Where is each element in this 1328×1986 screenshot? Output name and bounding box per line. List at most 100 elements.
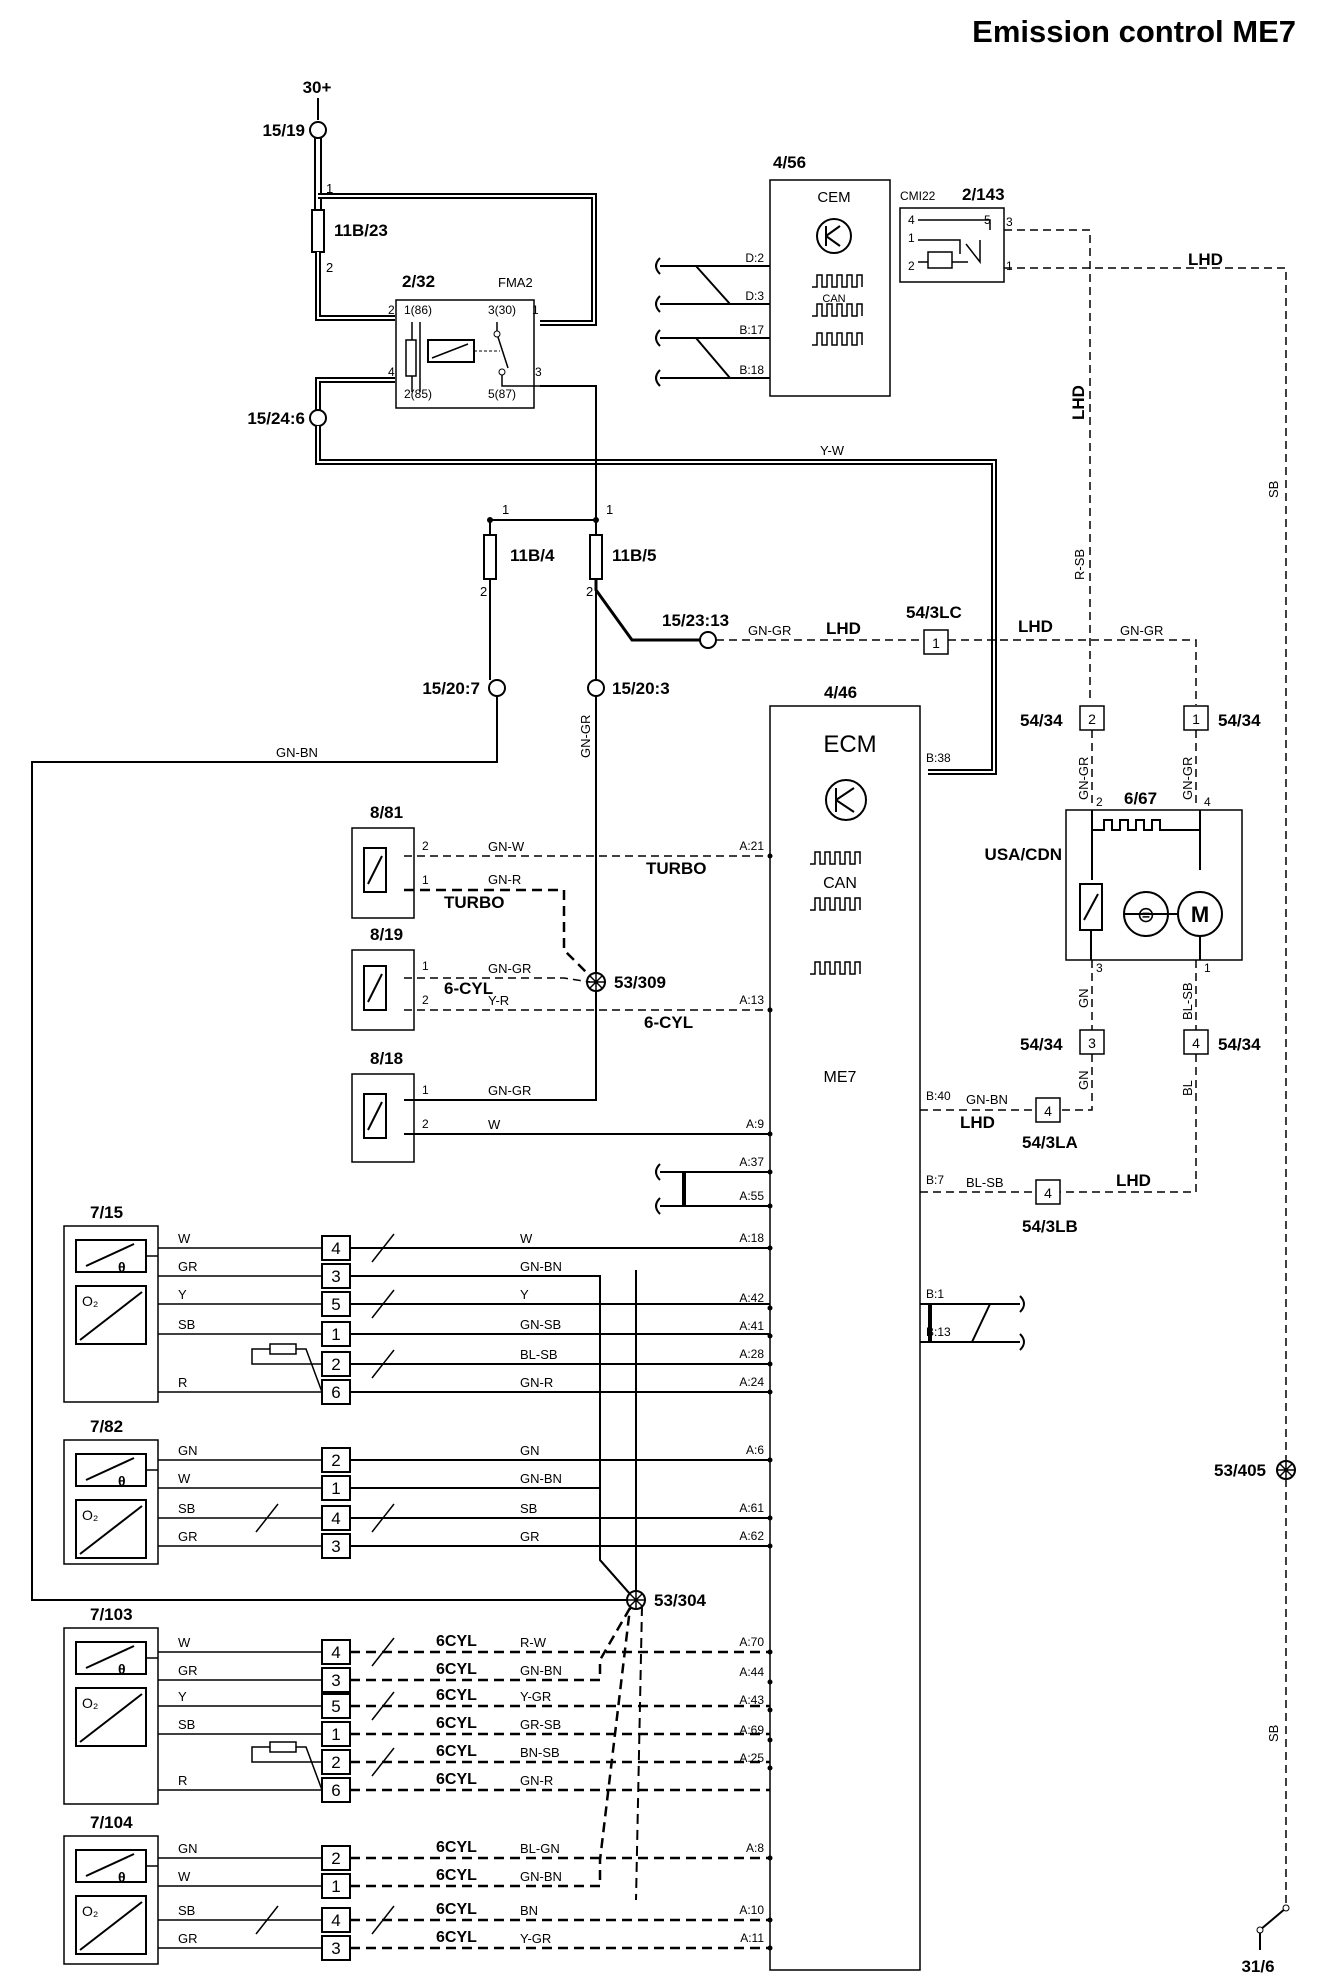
ecm-can-label: CAN <box>823 875 857 892</box>
resistor-icon <box>269 1343 297 1355</box>
wire-color-label: Y <box>178 1287 187 1302</box>
svg-text:4: 4 <box>388 365 395 379</box>
relay-pin-87: 5(87) <box>488 387 516 401</box>
wire-color-label: SB <box>520 1501 537 1516</box>
svg-text:1: 1 <box>532 303 539 317</box>
wire-color-label: GR-SB <box>520 1717 561 1732</box>
connector-2-143-label: CMI22 <box>900 189 936 203</box>
ecm-pin-a18: A:18 <box>739 1231 764 1245</box>
terminal-15-20-7-label: 15/20:7 <box>422 679 480 698</box>
cem-id: 4/56 <box>773 153 806 172</box>
sensor-connector-pin <box>321 1777 351 1803</box>
relay-name: FMA2 <box>498 275 533 290</box>
ecm-pin-dot <box>767 1765 773 1771</box>
wire-color-label: R <box>178 1773 187 1788</box>
sensor-connector-pin-number: 2 <box>331 1849 340 1868</box>
svg-text:2: 2 <box>586 584 593 599</box>
splice-53-304-label: 53/304 <box>654 1591 707 1610</box>
sensor-connector-pin-number: 4 <box>331 1911 340 1930</box>
wire-color-label: GN <box>178 1443 198 1458</box>
sensor-connector-pin-number: 2 <box>331 1753 340 1772</box>
svg-text:1: 1 <box>1006 259 1013 273</box>
svg-text:1: 1 <box>502 502 509 517</box>
splice-53-309-label: 53/309 <box>614 973 666 992</box>
svg-text:2: 2 <box>422 839 429 853</box>
wire-color-gn-gr-vert: GN-GR <box>578 715 593 758</box>
wire-color-label: GR <box>178 1931 198 1946</box>
terminal-15-23-13 <box>699 631 717 649</box>
ecm-pin-a44: A:44 <box>739 1665 764 1679</box>
sensor-connector-pin-number: 4 <box>331 1239 340 1258</box>
svg-text:4: 4 <box>908 213 915 227</box>
svg-text:2: 2 <box>422 1117 429 1131</box>
connector-54-34-label-a: 54/34 <box>1020 711 1063 730</box>
motor-m-icon: M <box>1191 902 1209 927</box>
sensor-connector-pin-number: 3 <box>331 1267 340 1286</box>
sensor-id-label: 7/104 <box>90 1813 133 1832</box>
theta-icon: θ <box>118 1473 126 1489</box>
terminal-15-19 <box>309 121 327 139</box>
ecm-pin-a55: A:55 <box>739 1189 764 1203</box>
ecm-pin-a70: A:70 <box>739 1635 764 1649</box>
relay-pin-30: 3(30) <box>488 303 516 317</box>
wire-color-label: GN-BN <box>520 1259 562 1274</box>
relay-id: 2/32 <box>402 272 435 291</box>
connector-54-34-3 <box>1079 1029 1105 1055</box>
note-turbo-1: TURBO <box>646 859 706 878</box>
note-lhd-1: LHD <box>826 619 861 638</box>
wire-color-label: GR <box>178 1259 198 1274</box>
svg-text:2: 2 <box>388 303 395 317</box>
wire-color-sb-1: SB <box>1266 481 1281 498</box>
terminal-31-6-label: 31/6 <box>1241 1957 1274 1976</box>
wire-color-label: GR <box>178 1529 198 1544</box>
ecm-pin-a62: A:62 <box>739 1529 764 1543</box>
o2-cell-icon <box>75 1499 147 1559</box>
note-lhd-b7: LHD <box>1116 1171 1151 1190</box>
wire-color-gn-gr-b: GN-GR <box>1180 757 1195 800</box>
wire-color-label: GN-BN <box>520 1663 562 1678</box>
ecm-id: 4/46 <box>824 683 857 702</box>
sensor-connector-pin-number: 3 <box>331 1537 340 1556</box>
wire-color-y-w: Y-W <box>820 443 845 458</box>
wire-color-label: R-W <box>520 1635 547 1650</box>
note-lhd-vert: LHD <box>1069 385 1088 420</box>
splice-53-405-label: 53/405 <box>1214 1461 1266 1480</box>
component-8-81 <box>351 827 415 919</box>
wire-color-label: Y <box>178 1689 187 1704</box>
sensor-body <box>63 1439 159 1565</box>
o2-symbol: O₂ <box>82 1293 98 1309</box>
cem-can-label: CAN <box>822 293 845 305</box>
wire-color-label: GN-R <box>520 1375 553 1390</box>
wire-color-label: R <box>178 1375 187 1390</box>
terminal-15-20-3-label: 15/20:3 <box>612 679 670 698</box>
cem-name: CEM <box>817 189 850 206</box>
fuse-11b-23 <box>311 209 325 253</box>
sensor-connector-pin-number: 1 <box>331 1725 340 1744</box>
wire-color-label: BL-SB <box>520 1347 558 1362</box>
wire-color-label: GN-BN <box>520 1869 562 1884</box>
cem-pin-d3: D:3 <box>745 289 764 303</box>
connector-54-34-label-d: 54/34 <box>1218 1035 1261 1054</box>
wire-color-gn-gr-819: GN-GR <box>488 961 531 976</box>
relay-fma2 <box>395 299 535 409</box>
component-6-67-id: 6/67 <box>1124 789 1157 808</box>
o2-symbol: O₂ <box>82 1695 98 1711</box>
svg-text:1: 1 <box>422 873 429 887</box>
component-8-18 <box>351 1073 415 1163</box>
wire-color-label: BN-SB <box>520 1745 560 1760</box>
wire-color-gn-bn-b40: GN-BN <box>966 1092 1008 1107</box>
terminal-15-20-7 <box>488 679 506 697</box>
sensor-connector-pin <box>321 1639 351 1665</box>
ecm-pin-a6: A:6 <box>746 1443 764 1457</box>
ecm-pin-a42: A:42 <box>739 1291 764 1305</box>
connector-54-34-label-c: 54/34 <box>1020 1035 1063 1054</box>
wire-color-label: SB <box>178 1903 195 1918</box>
wire-color-label: GN-R <box>520 1773 553 1788</box>
ecm-pin-dot <box>767 1679 773 1685</box>
sensor-connector-pin-number: 2 <box>331 1451 340 1470</box>
resistor-icon <box>269 1741 297 1753</box>
sensor-body <box>63 1225 159 1403</box>
wire-color-gn-gr-top: GN-GR <box>748 623 791 638</box>
